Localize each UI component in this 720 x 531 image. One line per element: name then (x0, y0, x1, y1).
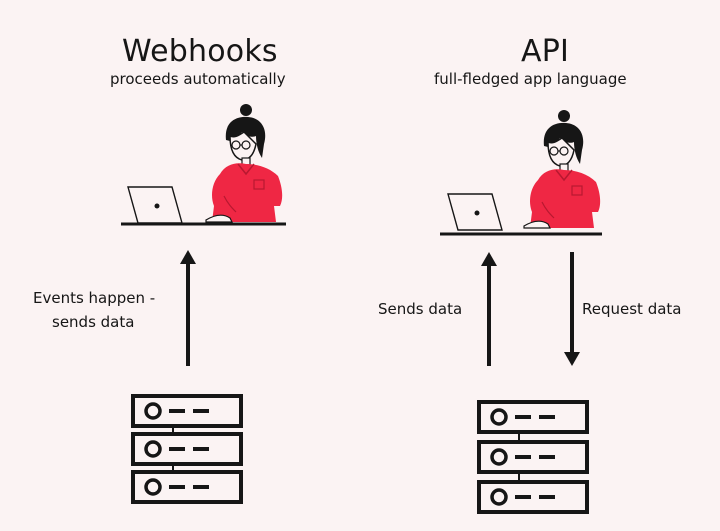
api-laptop-icon (447, 193, 503, 231)
webhooks-subtitle: proceeds automatically (110, 70, 286, 88)
api-server-icon (477, 400, 589, 514)
webhooks-person-illustration (205, 103, 283, 223)
webhooks-server-icon (131, 394, 243, 504)
api-title: API (521, 34, 570, 69)
webhooks-arrow-label-line1: Events happen - (33, 289, 156, 307)
api-down-arrow (564, 252, 580, 366)
api-request-data-label: Request data (582, 300, 682, 318)
api-sends-data-label: Sends data (378, 300, 463, 318)
webhooks-laptop-icon (127, 186, 183, 224)
webhooks-up-arrow (180, 250, 196, 366)
api-person-illustration (523, 109, 601, 229)
webhooks-title: Webhooks (122, 34, 278, 69)
webhooks-arrow-label-line2: sends data (52, 313, 135, 331)
api-subtitle: full-fledged app language (434, 70, 627, 88)
api-up-arrow (481, 252, 497, 366)
